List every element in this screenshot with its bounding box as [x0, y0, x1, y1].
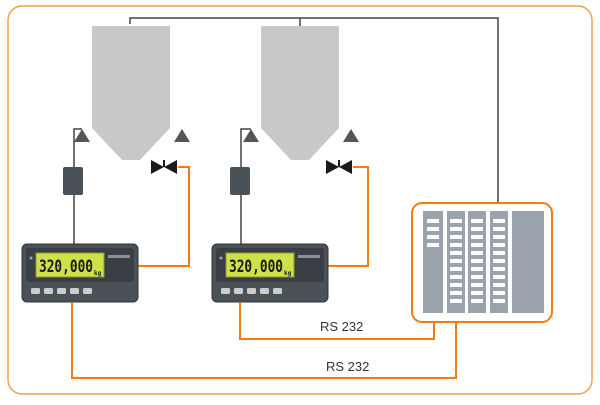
plc-io-slot: [450, 275, 462, 279]
silo-1-load-cell-cable: [73, 128, 82, 168]
indicator-1-button-3[interactable]: [57, 288, 66, 294]
indicator-2-logo-strip: [298, 255, 320, 258]
indicator-1-button-4[interactable]: [70, 288, 79, 294]
plc-io-slot: [493, 243, 505, 247]
plc-io-slot: [450, 227, 462, 231]
weight-indicator-2: 320,000 kg: [211, 243, 329, 303]
rs232-label-lower: RS 232: [326, 359, 369, 374]
silo-2-junction-box: [230, 167, 250, 195]
plc-io-slot: [493, 299, 505, 303]
indicator-1-unit: kg: [94, 270, 102, 277]
plc-io-slot: [471, 219, 483, 223]
plc-io-slot: [450, 235, 462, 239]
silo-1-valve-signal-line[interactable]: [138, 166, 190, 267]
plc-io-slot: [450, 259, 462, 263]
indicator-2-button-2[interactable]: [234, 288, 243, 294]
plc-io-slot: [450, 299, 462, 303]
top-bus-line: [129, 17, 499, 203]
indicator-2-lcd: [225, 252, 295, 278]
plc-io-slot: [427, 227, 439, 231]
silo-2-valve-signal-line[interactable]: [326, 166, 369, 267]
rs232-link-upper[interactable]: [239, 302, 435, 340]
plc-module-5: [512, 211, 544, 313]
plc-io-slot: [450, 243, 462, 247]
plc-io-slot: [471, 235, 483, 239]
indicator-2-button-5[interactable]: [273, 288, 282, 294]
indicator-2-weight-value: 320,000: [229, 257, 283, 277]
plc-io-slot: [450, 283, 462, 287]
outer-frame: [7, 5, 593, 395]
silo-1-junction-box: [63, 167, 83, 195]
plc-io-slot: [493, 259, 505, 263]
plc-io-slot: [471, 291, 483, 295]
silo-1-load-cell-right: [174, 129, 190, 142]
indicator-2-button-4[interactable]: [260, 288, 269, 294]
plc-io-slot: [427, 219, 439, 223]
plc-io-slot: [493, 275, 505, 279]
silo-2-load-cell-right: [343, 129, 359, 142]
plc-module-1: [423, 211, 443, 313]
plc-io-slot: [450, 219, 462, 223]
indicator-1-button-5[interactable]: [83, 288, 92, 294]
silo-1-body: [92, 26, 170, 160]
plc-io-slot: [493, 291, 505, 295]
indicator-2-unit: kg: [284, 270, 292, 277]
silo-2-body: [261, 26, 339, 160]
indicator-1-weight-value: 320,000: [39, 257, 93, 277]
indicator-1-lcd: [35, 252, 105, 278]
plc-io-slot: [493, 283, 505, 287]
plc-io-slot: [427, 235, 439, 239]
plc-io-slot: [471, 275, 483, 279]
plc-io-slot: [471, 283, 483, 287]
plc-io-slot: [493, 267, 505, 271]
plc-io-slot: [493, 219, 505, 223]
plc-controller: [411, 202, 553, 323]
silo-1-valve-icon: [151, 160, 177, 174]
plc-io-slot: [493, 227, 505, 231]
silo-1-load-cell-left: [74, 129, 90, 142]
plc-io-slot: [450, 267, 462, 271]
plc-io-slot: [493, 251, 505, 255]
plc-io-slot: [471, 251, 483, 255]
indicator-1-led-icon: [29, 256, 33, 260]
silo-1: [92, 26, 170, 160]
indicator-2-button-3[interactable]: [247, 288, 256, 294]
plc-io-slots: [427, 219, 505, 303]
indicator-2-led-icon: [219, 256, 223, 260]
plc-io-slot: [471, 243, 483, 247]
silo-2-valve-icon: [326, 160, 352, 174]
plc-io-slot: [427, 243, 439, 247]
plc-io-slot: [471, 267, 483, 271]
silo-2-load-cell-cable: [240, 128, 251, 168]
weight-indicator-1: 320,000 kg: [21, 243, 139, 303]
indicator-2-button-1[interactable]: [221, 288, 230, 294]
plc-io-slot: [471, 259, 483, 263]
indicator-1-button-1[interactable]: [31, 288, 40, 294]
rs232-label-upper: RS 232: [320, 319, 363, 334]
plc-io-slot: [471, 227, 483, 231]
plc-io-slot: [450, 291, 462, 295]
indicator-1-button-2[interactable]: [44, 288, 53, 294]
plc-io-slot: [493, 235, 505, 239]
plc-io-slot: [450, 251, 462, 255]
rs232-link-lower[interactable]: [71, 302, 457, 379]
plc-io-slot: [471, 299, 483, 303]
silo-2-load-cell-left: [243, 129, 259, 142]
silo-2: [261, 26, 339, 160]
indicator-1-logo-strip: [108, 255, 130, 258]
